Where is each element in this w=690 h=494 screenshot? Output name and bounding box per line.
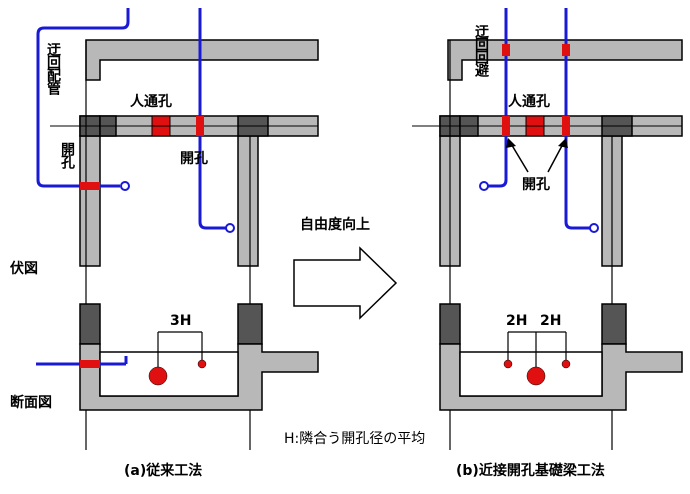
label-spacing-a: 3H — [170, 313, 192, 329]
label-plan-view: 伏図 — [10, 261, 38, 277]
hole-b2-main — [562, 116, 570, 136]
caption-proposed: (b)近接開孔基礎梁工法 — [456, 463, 605, 479]
hole-a-left — [80, 182, 100, 190]
label-opening-a1: 開孔 — [59, 142, 75, 168]
pointer-b1 — [509, 141, 529, 173]
section-hole-a — [80, 360, 100, 368]
hole-b1-main — [502, 116, 510, 136]
label-improvement: 自由度向上 — [300, 217, 370, 233]
section-col-b-left — [439, 303, 461, 345]
label-spacing-b1: 2H — [506, 313, 528, 329]
pipe-b2 — [564, 8, 590, 230]
plan-view-a — [36, 8, 319, 450]
pipe-end-a2 — [225, 223, 235, 233]
detour-pipe-a — [36, 8, 130, 188]
hole-small-a — [197, 359, 207, 369]
outer-beam-top-a — [85, 39, 319, 81]
section-view-a — [36, 303, 319, 411]
pipe-end-a1 — [120, 181, 130, 191]
section-inner-a — [99, 351, 239, 397]
hole-large-a — [148, 366, 168, 386]
section-col-a-right — [237, 303, 263, 345]
pointer-b2-head — [558, 138, 568, 148]
section-col-a-left — [79, 303, 101, 345]
label-section-view: 断面図 — [10, 395, 52, 411]
hole-small-b1 — [503, 359, 513, 369]
label-detour-piping: 迂回配管 — [45, 42, 61, 94]
label-opening-a2: 開孔 — [180, 151, 208, 167]
section-view-b — [439, 303, 683, 411]
legend-h-definition: H:隣合う開孔径の平均 — [284, 431, 426, 447]
pipe-b1 — [488, 8, 508, 188]
label-man-hole-a: 人通孔 — [130, 94, 172, 110]
pipe-a2 — [198, 8, 226, 230]
left-beam-a — [79, 135, 101, 267]
pointer-b2 — [547, 141, 565, 173]
section-col-b-right — [601, 303, 627, 345]
label-man-hole-b: 人通孔 — [508, 94, 550, 110]
label-opening-b: 開孔 — [522, 177, 550, 193]
label-spacing-b2: 2H — [540, 313, 562, 329]
hole-a-main — [196, 116, 204, 136]
hole-b1-top — [502, 44, 510, 56]
right-beam-a — [237, 135, 259, 267]
improvement-arrow — [293, 246, 398, 320]
hole-large-b — [526, 366, 546, 386]
pipe-end-b2 — [589, 223, 599, 233]
hole-small-b2 — [561, 359, 571, 369]
pointer-b1-head — [506, 138, 516, 148]
pipe-end-b1 — [479, 181, 489, 191]
caption-conventional: (a)従来工法 — [124, 463, 203, 479]
label-detour-avoid: 迂回回避 — [473, 24, 489, 76]
hole-b2-top — [562, 44, 570, 56]
